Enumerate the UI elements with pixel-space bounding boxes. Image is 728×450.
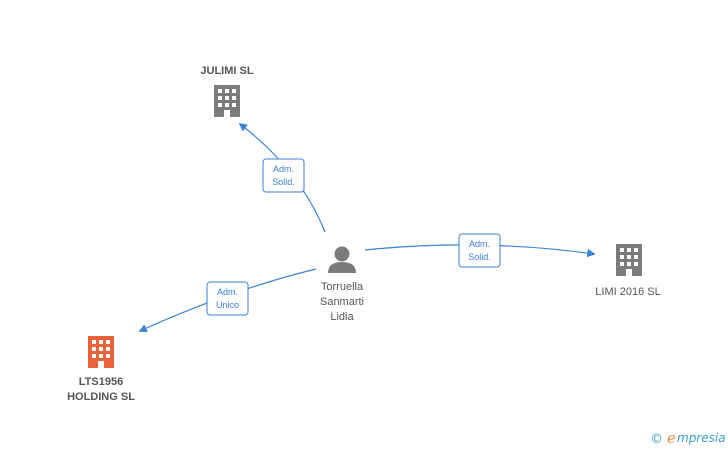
edge-label-lts: Adm. Unico	[206, 281, 249, 316]
person-icon	[328, 246, 356, 273]
edge-label-limi: Adm. Solid.	[458, 233, 501, 268]
edge-label-line: Solid.	[272, 177, 295, 187]
edge-label-line: Adm.	[217, 287, 238, 297]
brand-initial: e	[667, 429, 676, 447]
person-node[interactable]: Torruella Sanmarti Lidia	[320, 246, 364, 324]
building-icon	[88, 336, 114, 368]
edge-label-line: Adm.	[469, 239, 490, 249]
company-name: LIMI 2016 SL	[595, 286, 660, 298]
company-name: JULIMI SL	[200, 65, 253, 77]
company-node-limi[interactable]: LIMI 2016 SL	[595, 244, 661, 298]
company-name-line: HOLDING SL	[67, 391, 135, 403]
copyright-symbol: ©	[650, 432, 663, 447]
person-name-line: Sanmarti	[320, 296, 364, 308]
company-node-julimi[interactable]: JULIMI SL	[200, 65, 254, 117]
edge-label-line: Solid.	[468, 252, 491, 262]
company-node-lts[interactable]: LTS1956 HOLDING SL	[67, 336, 135, 403]
person-name-line: Lidia	[330, 311, 354, 323]
edge-label-julimi: Adm. Solid.	[262, 158, 305, 193]
edge-label-line: Unico	[216, 300, 239, 310]
building-icon	[214, 85, 240, 117]
edge-label-line: Adm.	[273, 164, 294, 174]
building-icon	[616, 244, 642, 276]
company-name-line: LTS1956	[79, 376, 123, 388]
person-name-line: Torruella	[321, 281, 364, 293]
brand-logo: © e mpresia	[650, 429, 726, 447]
brand-name: mpresia	[677, 431, 726, 445]
